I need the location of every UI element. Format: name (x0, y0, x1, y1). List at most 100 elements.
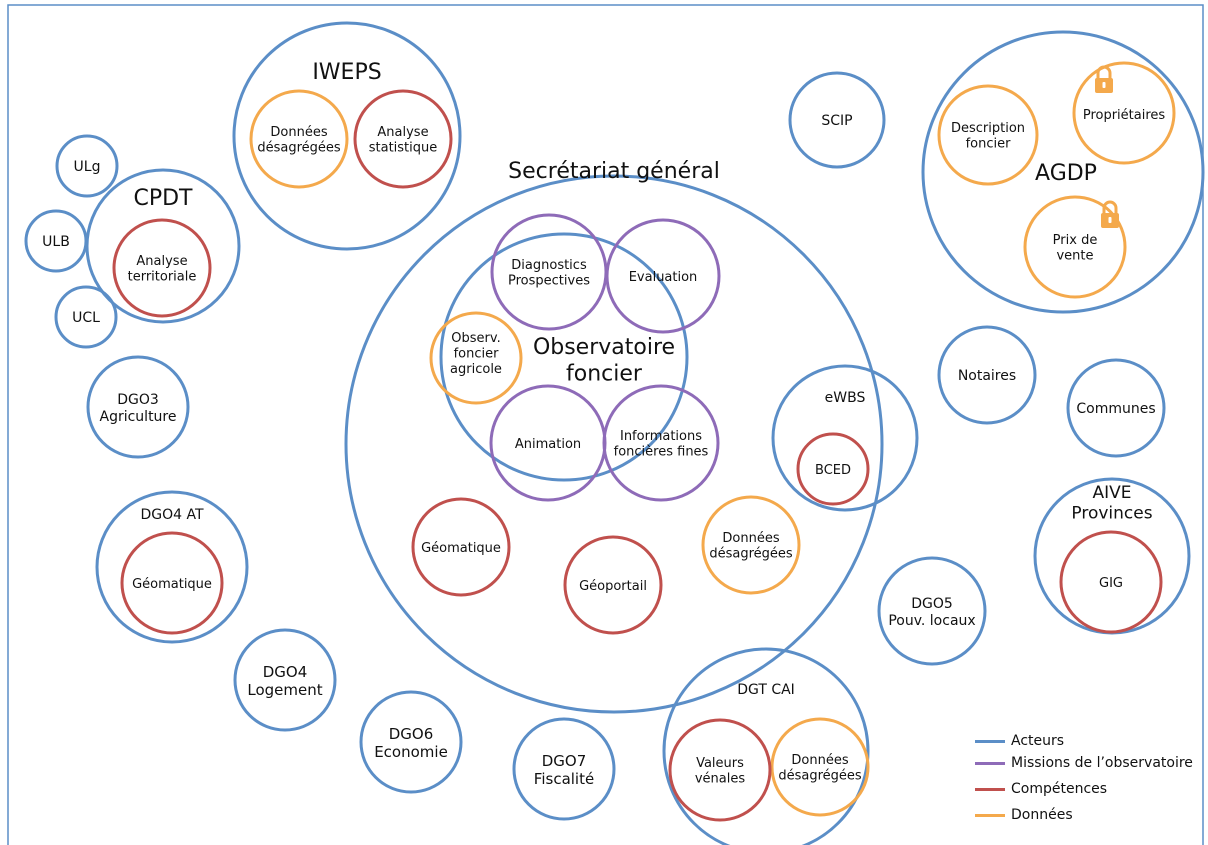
node-evaluation (605, 218, 721, 334)
label-line: désagrégées (257, 141, 341, 156)
label-sg: Secrétariat général (508, 159, 720, 184)
legend-item-competences: Compétences (975, 778, 1107, 800)
label-line: vente (1056, 249, 1093, 264)
node-geomatique-dgo4 (120, 531, 224, 635)
label-dgo4at: DGO4 AT (140, 507, 203, 523)
node-dgo3 (86, 355, 190, 459)
label-ulb: ULB (42, 234, 70, 250)
node-prix-vente (1023, 195, 1127, 299)
label-line: territoriale (128, 270, 197, 285)
label-line: Evaluation (629, 270, 698, 285)
label-line: Propriétaires (1083, 108, 1166, 123)
label-line: DGO4 (263, 663, 308, 681)
label-evaluation: Evaluation (629, 270, 698, 285)
node-ewbs (771, 364, 919, 512)
label-line: ULB (42, 234, 70, 250)
label-ulg: ULg (74, 159, 101, 175)
label-animation: Animation (515, 437, 581, 452)
legend-label-competences: Compétences (1011, 781, 1108, 797)
node-donnees-desag-dgt (770, 717, 870, 817)
label-line: CPDT (133, 186, 193, 211)
label-line: Informations (620, 429, 702, 444)
node-ulb (24, 209, 88, 273)
label-geomatique-sg: Géomatique (421, 541, 501, 556)
node-dgo5 (877, 556, 987, 666)
node-analyse-stat (353, 89, 453, 189)
node-dgtcai (662, 647, 870, 845)
node-dgo6 (359, 690, 463, 794)
node-agdp (921, 30, 1205, 314)
node-description-foncier (937, 84, 1039, 186)
label-line: AIVE (1092, 483, 1131, 503)
label-line: Données (270, 125, 327, 140)
legend-swatch-missions (975, 761, 1005, 765)
node-dgo4log (233, 628, 337, 732)
label-line: Pouv. locaux (888, 613, 975, 629)
node-sg (344, 174, 884, 714)
node-ucl (54, 285, 118, 349)
node-proprietaires (1072, 61, 1176, 165)
label-line: Diagnostics (511, 258, 587, 273)
legend-item-acteurs: Acteurs (975, 730, 1064, 752)
node-geomatique-sg (411, 497, 511, 597)
label-line: ULg (74, 159, 101, 175)
label-line: Prospectives (508, 274, 590, 289)
legend: Acteurs Missions de l’observatoire Compé… (975, 730, 1208, 842)
label-dgtcai: DGT CAI (737, 682, 795, 698)
label-line: Provinces (1071, 503, 1152, 523)
label-line: Agriculture (100, 409, 177, 425)
legend-label-acteurs: Acteurs (1011, 733, 1065, 749)
label-line: Données (791, 753, 848, 768)
label-line: DGO3 (117, 392, 159, 408)
label-line: désagrégées (709, 547, 793, 562)
node-dgo7 (512, 717, 616, 821)
label-line: Fiscalité (534, 770, 594, 788)
label-line: Notaires (958, 368, 1016, 384)
label-line: foncier (454, 347, 500, 362)
label-line: Géomatique (421, 541, 501, 556)
node-notaires (937, 325, 1037, 425)
node-geoportail (563, 535, 663, 635)
label-line: Prix de (1053, 233, 1098, 248)
node-infos-fines (602, 384, 720, 502)
node-donnees-desag-iweps (249, 89, 349, 189)
node-analyse-terr (112, 218, 212, 318)
label-line: statistique (369, 141, 438, 156)
legend-item-missions: Missions de l’observatoire (975, 752, 1193, 774)
lock-icon (1095, 65, 1113, 93)
node-ulg (55, 134, 119, 198)
label-line: foncier (566, 361, 643, 386)
label-geomatique-dgo4: Géomatique (132, 577, 212, 592)
label-line: Observatoire (533, 335, 675, 360)
label-line: AGDP (1035, 161, 1097, 186)
label-line: vénales (695, 772, 746, 787)
label-line: Economie (374, 743, 448, 761)
label-gig: GIG (1099, 576, 1123, 591)
label-geoportail: Géoportail (579, 579, 647, 594)
label-line: Valeurs (696, 756, 744, 771)
label-line: désagrégées (778, 769, 862, 784)
label-line: Communes (1076, 401, 1155, 417)
label-line: foncières fines (614, 445, 709, 460)
label-line: Analyse (377, 125, 428, 140)
label-proprietaires: Propriétaires (1083, 108, 1166, 123)
node-obs (439, 232, 689, 482)
label-line: DGO4 AT (140, 507, 203, 523)
label-cpdt: CPDT (133, 186, 193, 211)
